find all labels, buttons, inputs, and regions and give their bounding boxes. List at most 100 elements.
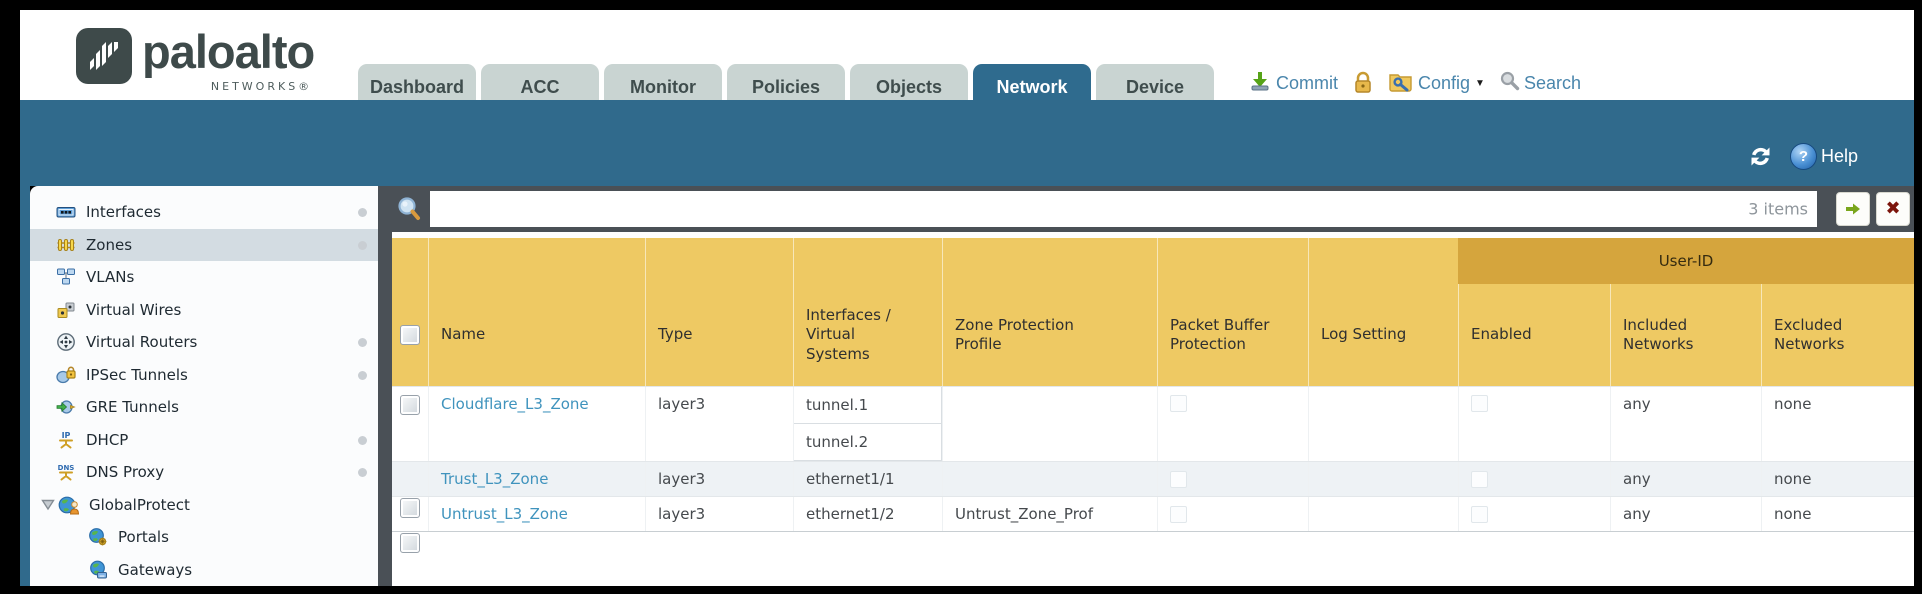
sidebar-item-dhcp[interactable]: IP DHCP bbox=[30, 424, 378, 457]
status-dot bbox=[358, 240, 367, 250]
col-header-interfaces[interactable]: Interfaces / Virtual Systems bbox=[793, 238, 942, 386]
sidebar-item-label: VLANs bbox=[86, 268, 135, 287]
apply-filter-button[interactable] bbox=[1836, 192, 1870, 226]
included-networks: any bbox=[1610, 497, 1761, 531]
commit-icon bbox=[1248, 69, 1272, 98]
sidebar-item-label: DNS Proxy bbox=[86, 463, 165, 482]
sidebar-item-portals[interactable]: Portals bbox=[30, 521, 378, 554]
app-header: paloalto NETWORKS® Dashboard ACC Monitor… bbox=[20, 10, 1914, 110]
sidebar-item-vlans[interactable]: VLANs bbox=[30, 261, 378, 294]
zones-icon bbox=[55, 235, 77, 255]
svg-text:IP: IP bbox=[62, 431, 71, 440]
included-networks: any bbox=[1610, 387, 1761, 461]
brand-subtitle: NETWORKS® bbox=[210, 80, 313, 93]
config-icon bbox=[1388, 69, 1414, 98]
clear-x-icon: ✖ bbox=[1885, 198, 1901, 219]
sidebar-item-virtual-wires[interactable]: Virtual Wires bbox=[30, 294, 378, 327]
col-header-name[interactable]: Name bbox=[428, 238, 645, 386]
sidebar-item-label: GRE Tunnels bbox=[86, 398, 179, 417]
filter-input[interactable] bbox=[430, 191, 1817, 227]
log-setting bbox=[1308, 387, 1458, 461]
zone-interfaces: ethernet1/2 bbox=[793, 497, 942, 531]
status-dot bbox=[358, 208, 367, 218]
config-menu[interactable]: Config ▼ bbox=[1388, 69, 1485, 98]
sidebar-item-gre-tunnels[interactable]: GRE Tunnels bbox=[30, 391, 378, 424]
user-id-enabled-checkbox bbox=[1471, 470, 1488, 488]
status-dot bbox=[358, 370, 367, 380]
help-button[interactable]: ? Help bbox=[1789, 143, 1858, 170]
sub-header-band: ? Help bbox=[20, 100, 1914, 186]
select-all-cell bbox=[392, 238, 428, 386]
virtual-wires-icon bbox=[55, 300, 77, 320]
sidebar-item-globalprotect[interactable]: GlobalProtect bbox=[30, 489, 378, 522]
paloalto-logo: paloalto NETWORKS® bbox=[76, 24, 315, 93]
interface-item: tunnel.1 bbox=[794, 387, 942, 424]
excluded-networks: none bbox=[1761, 497, 1914, 531]
table-row[interactable]: Untrust_L3_Zone layer3 ethernet1/2 Untru… bbox=[392, 496, 1914, 553]
chevron-down-icon: ▼ bbox=[1475, 77, 1485, 89]
zone-name-link[interactable]: Untrust_L3_Zone bbox=[441, 505, 568, 523]
table-filter-bar: 3 items ✖ bbox=[392, 186, 1914, 232]
sidebar-item-interfaces[interactable]: Interfaces bbox=[30, 196, 378, 229]
sidebar-item-virtual-routers[interactable]: Virtual Routers bbox=[30, 326, 378, 359]
col-header-excluded-networks[interactable]: Excluded Networks bbox=[1761, 238, 1914, 386]
col-header-enabled[interactable]: Enabled bbox=[1458, 238, 1610, 386]
refresh-icon[interactable] bbox=[1747, 143, 1774, 170]
zone-name-link[interactable]: Cloudflare_L3_Zone bbox=[441, 395, 589, 413]
zones-table-header: Name Type Interfaces / Virtual Systems Z… bbox=[392, 238, 1914, 386]
sidebar-item-dns-proxy[interactable]: DNS DNS Proxy bbox=[30, 456, 378, 489]
clear-filter-button[interactable]: ✖ bbox=[1876, 192, 1910, 226]
zone-interfaces: ethernet1/1 bbox=[793, 462, 942, 496]
row-select-checkbox[interactable] bbox=[400, 533, 420, 553]
dns-proxy-icon: DNS bbox=[55, 462, 77, 482]
excluded-networks: none bbox=[1761, 387, 1914, 461]
row-select-checkbox[interactable] bbox=[400, 498, 420, 518]
header-actions: Commit Config bbox=[1248, 62, 1581, 104]
zone-protection-profile bbox=[942, 387, 1157, 461]
ipsec-tunnels-icon bbox=[55, 365, 77, 385]
items-count: 3 items bbox=[1748, 199, 1808, 219]
table-row[interactable]: Cloudflare_L3_Zone layer3 tunnel.1 tunne… bbox=[392, 386, 1914, 461]
green-arrow-icon bbox=[1843, 199, 1863, 219]
select-all-checkbox[interactable] bbox=[400, 325, 420, 345]
zone-name-link[interactable]: Trust_L3_Zone bbox=[441, 470, 549, 488]
status-dot bbox=[358, 338, 367, 348]
col-header-packet-buffer-protection[interactable]: Packet Buffer Protection bbox=[1157, 238, 1308, 386]
sidebar-item-label: Virtual Wires bbox=[86, 300, 182, 319]
sidebar-item-gateways[interactable]: Gateways bbox=[30, 554, 378, 587]
sidebar-item-label: DHCP bbox=[86, 430, 129, 449]
zone-type: layer3 bbox=[645, 497, 793, 531]
sidebar-item-label: Gateways bbox=[118, 560, 193, 579]
sidebar-item-label: Interfaces bbox=[86, 203, 161, 222]
gre-tunnels-icon bbox=[55, 397, 77, 417]
global-search-button[interactable]: Search bbox=[1499, 70, 1581, 96]
sidebar-item-zones[interactable]: Zones bbox=[30, 228, 378, 261]
status-dot bbox=[358, 435, 367, 445]
zone-interfaces: tunnel.1 tunnel.2 bbox=[793, 387, 942, 461]
filter-search-icon[interactable] bbox=[395, 195, 423, 227]
row-select-checkbox[interactable] bbox=[400, 395, 420, 415]
zone-protection-profile: Untrust_Zone_Prof bbox=[942, 497, 1157, 531]
zone-type: layer3 bbox=[645, 387, 793, 461]
col-header-zone-protection-profile[interactable]: Zone Protection Profile bbox=[942, 238, 1157, 386]
col-header-type[interactable]: Type bbox=[645, 238, 793, 386]
sidebar-item-label: Portals bbox=[118, 528, 169, 547]
col-header-log-setting[interactable]: Log Setting bbox=[1308, 238, 1458, 386]
sidebar-item-ipsec-tunnels[interactable]: IPSec Tunnels bbox=[30, 359, 378, 392]
filter-input-wrap: 3 items bbox=[430, 191, 1817, 227]
zones-table: Name Type Interfaces / Virtual Systems Z… bbox=[392, 238, 1914, 553]
col-header-included-networks[interactable]: Included Networks bbox=[1610, 238, 1761, 386]
sidebar-splitter[interactable] bbox=[378, 186, 392, 586]
user-id-enabled-checkbox bbox=[1471, 395, 1488, 412]
user-id-enabled-checkbox bbox=[1471, 505, 1488, 523]
sidebar-item-label: Virtual Routers bbox=[86, 333, 198, 352]
expand-triangle-icon[interactable] bbox=[38, 499, 58, 511]
table-row[interactable]: Trust_L3_Zone layer3 ethernet1/1 any non… bbox=[392, 461, 1914, 518]
lock-icon[interactable] bbox=[1352, 71, 1374, 95]
log-setting bbox=[1308, 462, 1458, 496]
virtual-routers-icon bbox=[55, 332, 77, 352]
left-accent-strip bbox=[20, 186, 30, 586]
svg-text:DNS: DNS bbox=[58, 464, 75, 472]
commit-button[interactable]: Commit bbox=[1248, 69, 1338, 98]
